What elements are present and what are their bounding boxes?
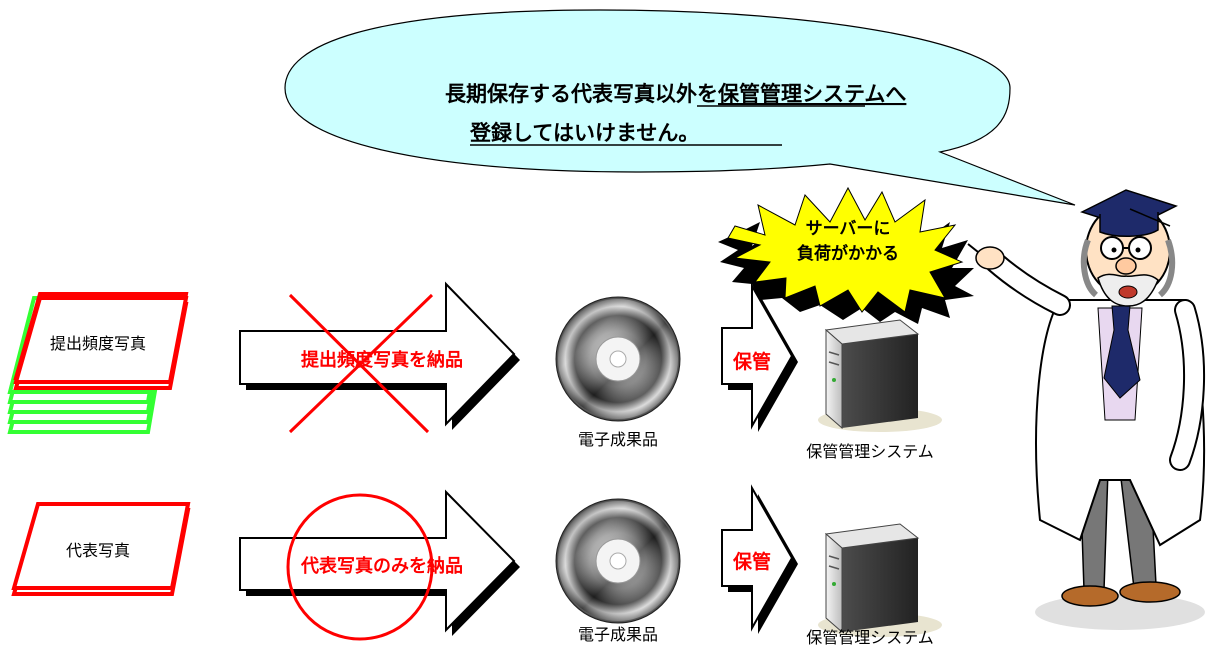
stack-label-submitted: 提出頻度写真 — [50, 334, 146, 353]
store-arrow-submitted — [721, 282, 798, 432]
cd-disc-icon — [555, 498, 681, 624]
bubble-text-line2: 登録してはいけません。 — [469, 121, 699, 145]
arrow-label-submitted: 提出頻度写真を納品 — [301, 349, 463, 371]
delivery-arrow-submitted — [239, 281, 520, 430]
arrow-label-representative: 代表写真のみを納品 — [300, 555, 463, 577]
stack-label-representative: 代表写真 — [66, 541, 130, 560]
server-icon — [818, 523, 942, 637]
store-arrow-representative — [721, 484, 798, 634]
delivery-arrow-representative — [239, 489, 520, 636]
server-label-representative: 保管管理システム — [806, 628, 934, 647]
server-icon — [818, 319, 942, 432]
prohibited-cross-mark — [288, 293, 434, 434]
burst-text-line1: サーバーに — [806, 219, 891, 239]
burst-text-line2: 負荷がかかる — [797, 243, 899, 264]
speech-bubble — [284, 9, 1076, 206]
photo-stack-submitted — [7, 292, 189, 434]
approved-circle-mark — [286, 493, 434, 641]
store-label-submitted: 保管 — [732, 350, 771, 373]
store-label-representative: 保管 — [732, 550, 771, 573]
photo-stack-representative — [11, 502, 191, 596]
load-warning-burst — [718, 186, 974, 324]
professor-character-illustration — [967, 189, 1206, 630]
disc-label-representative: 電子成果品 — [578, 625, 658, 644]
bubble-text-line1: 長期保存する代表写真以外を保管管理システムへ — [445, 82, 906, 106]
server-label-submitted: 保管管理システム — [806, 442, 934, 461]
disc-label-submitted: 電子成果品 — [578, 430, 658, 449]
cd-disc-icon — [555, 296, 681, 422]
